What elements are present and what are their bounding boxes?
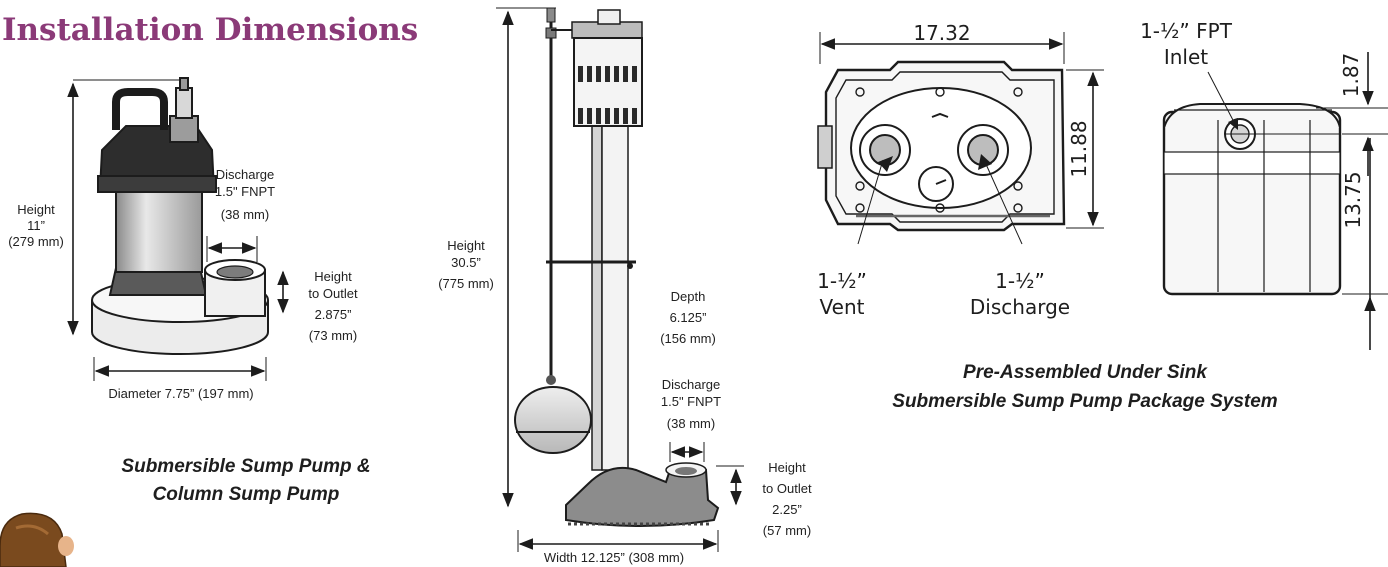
submersible-pump: Height 11” (279 mm) Discharge 1.5" FNPT … bbox=[8, 77, 371, 505]
sink-top-view bbox=[817, 60, 1066, 232]
mascot-avatar bbox=[0, 512, 74, 567]
submersible-pump-illustration bbox=[91, 77, 269, 355]
col-height-value: 30.5” bbox=[451, 255, 481, 270]
col-outlet-line2: to Outlet bbox=[762, 481, 812, 496]
col-discharge-size: 1.5" FNPT bbox=[661, 394, 721, 409]
col-width-label: Width 12.125” (308 mm) bbox=[544, 550, 684, 565]
sink-caption-line2: Submersible Sump Pump Package System bbox=[892, 391, 1278, 412]
vent-size: 1-½” bbox=[817, 269, 867, 293]
inlet-offset: 1.87 bbox=[1339, 53, 1363, 98]
sub-height-label: Height bbox=[17, 202, 55, 217]
sink-caption-line1: Pre-Assembled Under Sink bbox=[963, 362, 1208, 383]
inlet-size: 1-½” FPT bbox=[1140, 19, 1233, 43]
col-outlet-metric: (57 mm) bbox=[763, 523, 811, 538]
page-title: Installation Dimensions bbox=[2, 12, 418, 48]
col-depth-value: 6.125” bbox=[670, 310, 707, 325]
col-height-label: Height bbox=[447, 238, 485, 253]
sub-discharge-label: Discharge bbox=[216, 167, 275, 182]
inlet-label: Inlet bbox=[1164, 45, 1208, 69]
sink-depth-value: 11.88 bbox=[1067, 120, 1091, 177]
sink-discharge-label: Discharge bbox=[970, 295, 1070, 319]
col-outlet-value: 2.25” bbox=[772, 502, 802, 517]
sink-width-value: 17.32 bbox=[913, 21, 970, 45]
col-discharge-metric: (38 mm) bbox=[667, 416, 715, 431]
col-depth-label: Depth bbox=[671, 289, 706, 304]
sub-outlet-metric: (73 mm) bbox=[309, 328, 357, 343]
sub-outlet-line2: to Outlet bbox=[308, 286, 358, 301]
sink-discharge-size: 1-½” bbox=[995, 269, 1045, 293]
col-outlet-line1: Height bbox=[768, 460, 806, 475]
sink-side-view bbox=[1162, 103, 1342, 296]
sub-outlet-line1: Height bbox=[314, 269, 352, 284]
sub-discharge-metric: (38 mm) bbox=[221, 207, 269, 222]
sink-height-value: 13.75 bbox=[1341, 171, 1365, 228]
col-height-metric: (775 mm) bbox=[438, 276, 494, 291]
sub-outlet-value: 2.875” bbox=[315, 307, 352, 322]
sub-caption-line2: Column Sump Pump bbox=[153, 484, 340, 505]
col-depth-metric: (156 mm) bbox=[660, 331, 716, 346]
sink-system: 17.32 11.88 1-½” Vent 1-½” Discharge 1- bbox=[817, 19, 1388, 412]
column-pump: Height 30.5” (775 mm) Depth 6.125” (156 … bbox=[438, 7, 812, 565]
sub-discharge-size: 1.5" FNPT bbox=[215, 184, 275, 199]
column-pump-illustration bbox=[514, 7, 720, 527]
sub-height-value: 11” bbox=[27, 218, 45, 233]
sub-caption-line1: Submersible Sump Pump & bbox=[121, 456, 370, 477]
col-discharge-label: Discharge bbox=[662, 377, 721, 392]
vent-label: Vent bbox=[820, 295, 865, 319]
sub-diameter-label: Diameter 7.75” (197 mm) bbox=[108, 386, 253, 401]
sub-height-metric: (279 mm) bbox=[8, 234, 64, 249]
